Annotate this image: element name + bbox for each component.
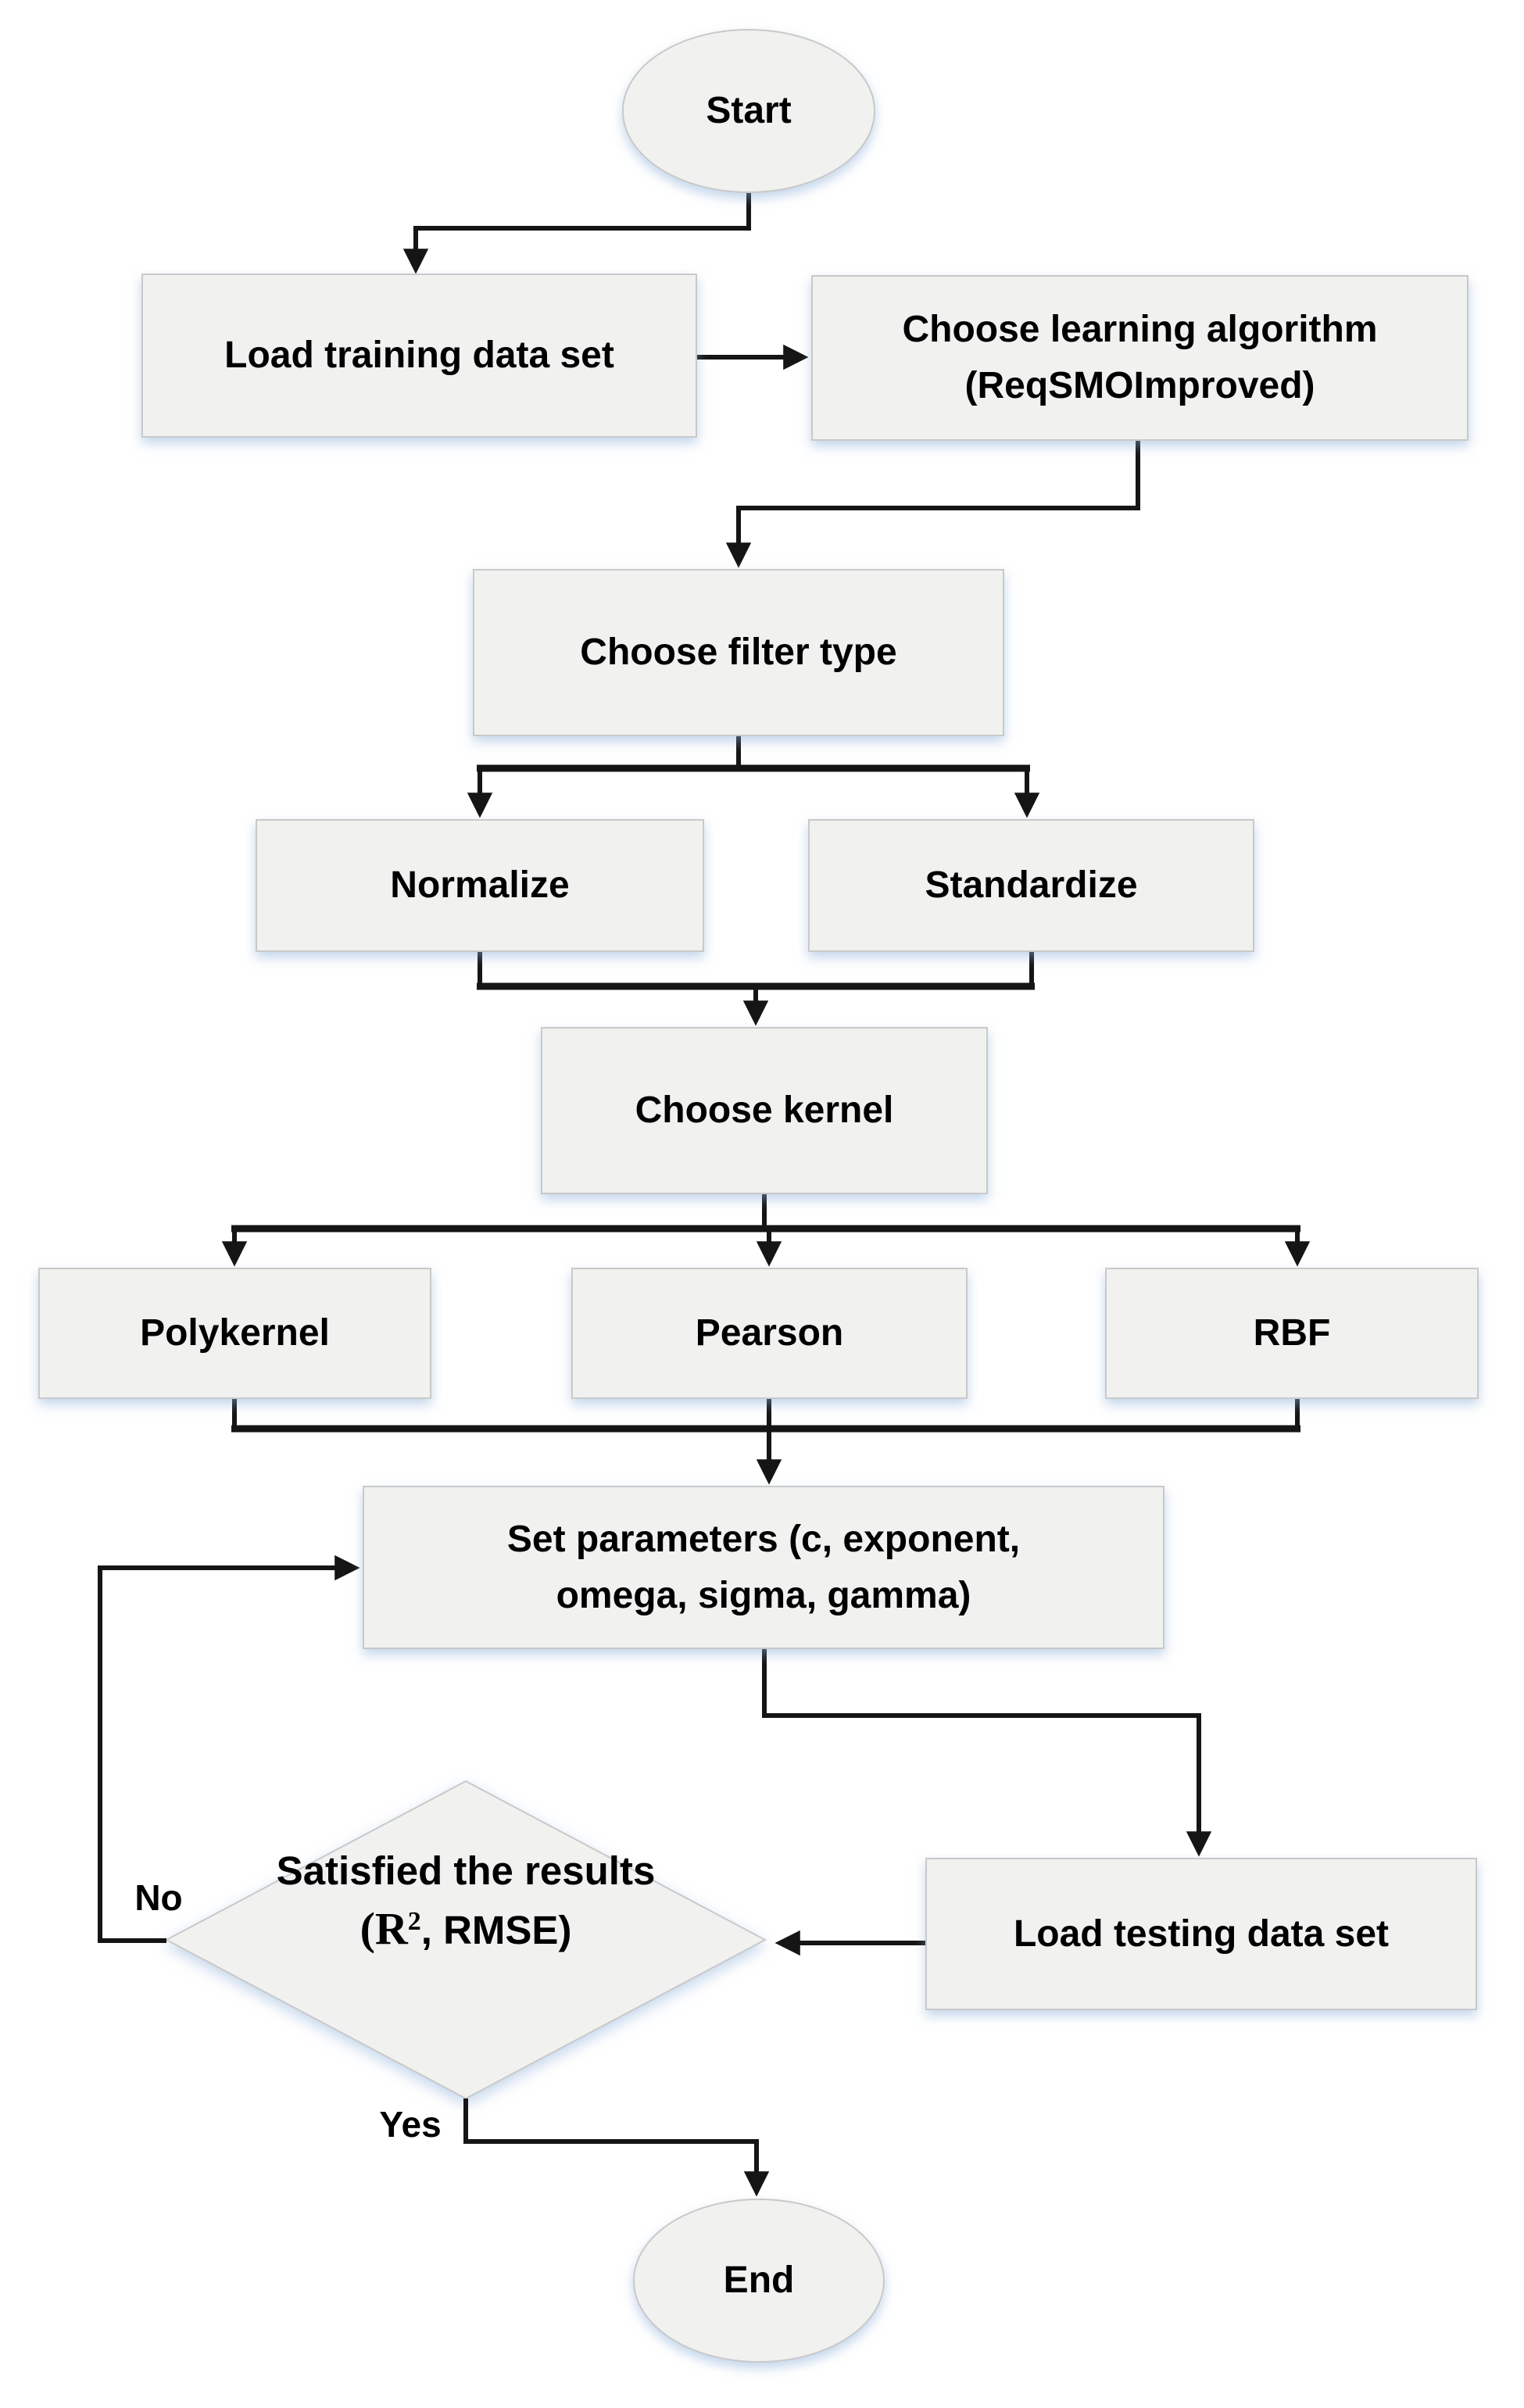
decision-r-sup: 2 <box>407 1907 421 1937</box>
edge-decision-no-loop <box>98 1555 360 1943</box>
load-testing-label: Load testing data set <box>1013 1912 1390 1955</box>
set-parameters-box: Set parameters (c, exponent, omega, sigm… <box>363 1486 1164 1649</box>
rbf-box: RBF <box>1105 1268 1479 1399</box>
edge-set-parameters-to-load-testing <box>762 1649 1212 1857</box>
decision-rmse: , RMSE) <box>420 1908 572 1953</box>
pearson-box: Pearson <box>571 1268 968 1399</box>
choose-algorithm-box: Choose learning algorithm (ReqSMOImprove… <box>811 275 1469 441</box>
set-parameters-line2: omega, sigma, gamma) <box>556 1574 971 1616</box>
start-node: Start <box>622 29 875 193</box>
polykernel-label: Polykernel <box>140 1312 330 1354</box>
set-parameters-line1: Set parameters (c, exponent, <box>506 1518 1021 1560</box>
choose-filter-label: Choose filter type <box>580 632 897 673</box>
decision-line1: Satisfied the results <box>276 1848 656 1893</box>
load-training-box: Load training data set <box>141 274 697 438</box>
start-label: Start <box>706 90 792 131</box>
no-branch-label: No <box>134 1877 183 1918</box>
load-testing-box: Load testing data set <box>925 1858 1477 2010</box>
standardize-box: Standardize <box>808 819 1254 952</box>
choose-kernel-box: Choose kernel <box>541 1027 988 1194</box>
decision-line2: (R2, RMSE) <box>360 1904 572 1954</box>
load-training-label: Load training data set <box>224 335 614 376</box>
rbf-label: RBF <box>1253 1312 1331 1354</box>
edge-decision-yes-to-end <box>463 2099 770 2197</box>
polykernel-box: Polykernel <box>38 1268 431 1399</box>
decision-r: (R <box>360 1903 408 1955</box>
normalize-label: Normalize <box>390 864 570 906</box>
yes-branch-label: Yes <box>379 2104 442 2145</box>
choose-filter-box: Choose filter type <box>473 569 1004 736</box>
choose-algorithm-line1: Choose learning algorithm <box>902 309 1378 350</box>
choose-kernel-label: Choose kernel <box>635 1090 894 1131</box>
choose-algorithm-line2: (ReqSMOImproved) <box>964 365 1315 406</box>
standardize-label: Standardize <box>925 864 1138 906</box>
normalize-box: Normalize <box>256 819 704 952</box>
edge-choose-algorithm-to-choose-filter <box>725 439 1140 568</box>
end-label: End <box>723 2260 795 2301</box>
end-node: End <box>633 2199 885 2363</box>
decision-diamond: Satisfied the results (R2, RMSE) <box>192 1848 739 1954</box>
edge-start-to-load-training <box>402 193 751 274</box>
pearson-label: Pearson <box>695 1312 844 1354</box>
